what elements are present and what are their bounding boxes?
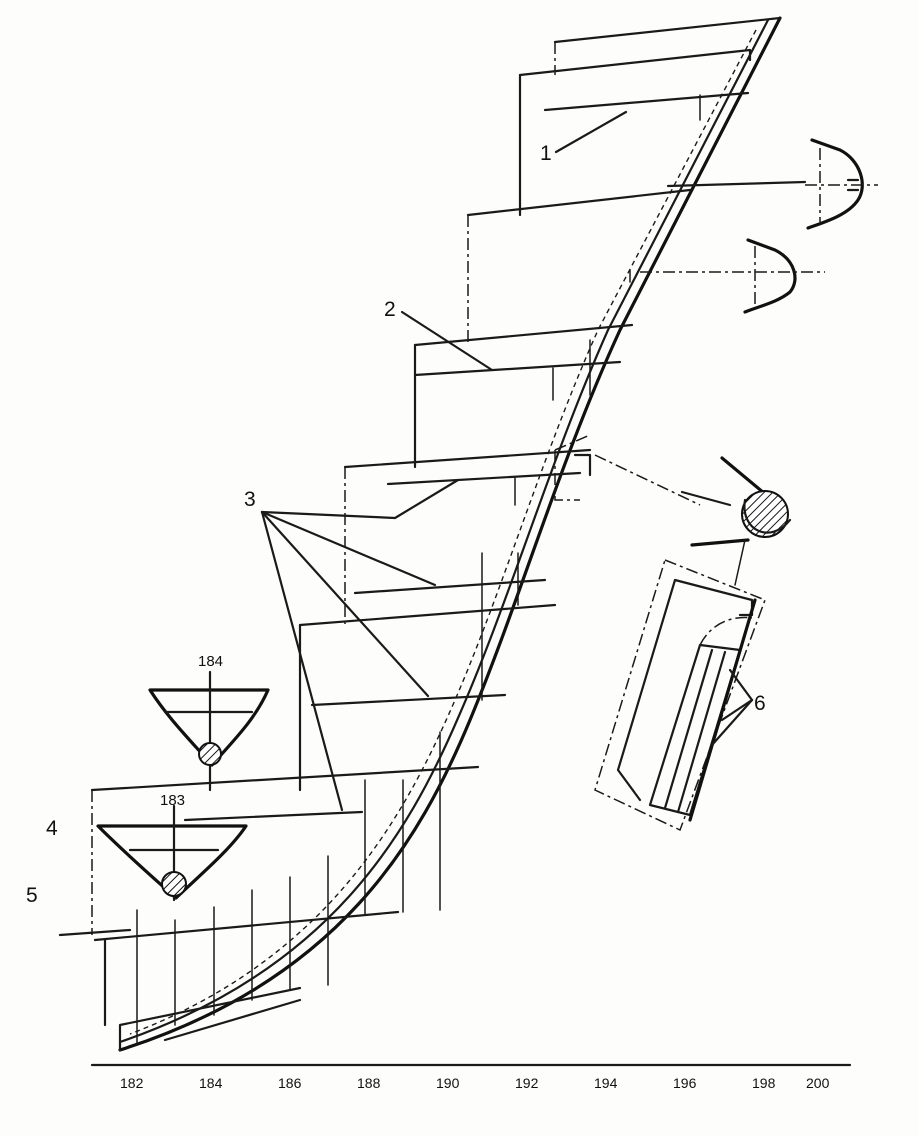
section-detail-upper — [805, 138, 878, 230]
callout-1: 1 — [540, 142, 552, 165]
axis-tick-label: 196 — [673, 1075, 697, 1091]
deck-8-main — [93, 910, 400, 942]
callout-2: 2 — [384, 298, 396, 321]
axis-tick-label: 194 — [594, 1075, 618, 1091]
section-label-183: 183 — [160, 792, 185, 809]
callout-4: 4 — [46, 817, 58, 840]
leader-3c — [260, 510, 430, 698]
stem-outer-line — [118, 16, 782, 1052]
axis-tick-label: 198 — [752, 1075, 776, 1091]
deck-8 — [58, 928, 132, 937]
deck-3-beam — [413, 360, 622, 377]
stem-top-edge — [553, 16, 782, 44]
detail-leader-link — [734, 539, 746, 586]
stem-inner-line — [118, 18, 770, 1044]
deck-1-beam — [543, 91, 750, 112]
section-detail-lower — [640, 238, 825, 314]
section-183-shape — [96, 824, 248, 900]
callout-3: 3 — [244, 488, 256, 511]
section-shape-upper — [806, 138, 864, 230]
axis-tick-label: 184 — [199, 1075, 223, 1091]
axis-tick-label: 188 — [357, 1075, 381, 1091]
deck-2 — [466, 188, 692, 217]
cross-section-183 — [96, 804, 248, 902]
leader-3b — [260, 510, 437, 587]
frame-axis: 182 184 186 188 190 192 194 196 198 200 — [90, 1063, 852, 1091]
section-label-184: 184 — [198, 653, 223, 670]
deck-4 — [343, 448, 592, 469]
bracket-plate — [573, 453, 592, 477]
deck-5 — [353, 578, 547, 595]
stem-dashed-line — [129, 29, 757, 1035]
keel-inner-line — [163, 998, 302, 1042]
leaders — [260, 110, 754, 812]
stem-profile — [118, 16, 782, 1052]
axis-tick-label: 182 — [120, 1075, 144, 1091]
deck-1 — [518, 48, 752, 77]
deck-4-beam — [386, 471, 582, 486]
detail-edge-bar — [688, 598, 757, 822]
deck-6-beam — [310, 693, 507, 707]
deck-6 — [298, 603, 557, 627]
keel-bottom-line — [118, 986, 302, 1052]
leader-2 — [400, 310, 494, 372]
section-184-keelbar — [198, 742, 222, 766]
stem-bar-leader — [594, 454, 701, 506]
callout-6: 6 — [754, 692, 766, 715]
detail-post-lines — [663, 648, 727, 814]
axis-tick-label: 192 — [515, 1075, 539, 1091]
leader-6c — [710, 698, 754, 747]
section-upper-mark — [846, 178, 860, 192]
deck-3 — [413, 323, 634, 347]
stem-bar-arm — [680, 490, 732, 507]
detail-curve — [699, 616, 753, 646]
frames — [136, 94, 701, 1046]
axis-tick-label: 200 — [806, 1075, 830, 1091]
section-183-keelbar — [161, 871, 187, 897]
leader-6a — [728, 668, 754, 702]
section-shape-lower — [743, 238, 797, 314]
deck-7-beam — [183, 810, 364, 822]
axis-tick-label: 190 — [436, 1075, 460, 1091]
axis-tick-label: 186 — [278, 1075, 302, 1091]
bulkheads — [91, 42, 556, 1027]
stem-bar-detail — [594, 454, 792, 547]
detail-outline — [594, 559, 766, 832]
leader-1 — [554, 110, 628, 154]
deck-2-ext — [666, 180, 807, 188]
callout-5: 5 — [26, 884, 38, 907]
leader-3a — [260, 478, 460, 520]
knee-brackets — [554, 434, 592, 501]
cross-section-184 — [148, 670, 270, 792]
leader-3d — [260, 510, 344, 812]
decks — [58, 48, 807, 942]
stem-bar-ring — [743, 498, 792, 534]
deck-7 — [90, 765, 480, 792]
bracket-outline — [554, 434, 591, 501]
stem-post-detail — [594, 539, 766, 832]
leader-6b — [720, 698, 754, 722]
stem-bar-section — [741, 490, 789, 538]
stem-bar-plate-bottom — [690, 538, 750, 547]
